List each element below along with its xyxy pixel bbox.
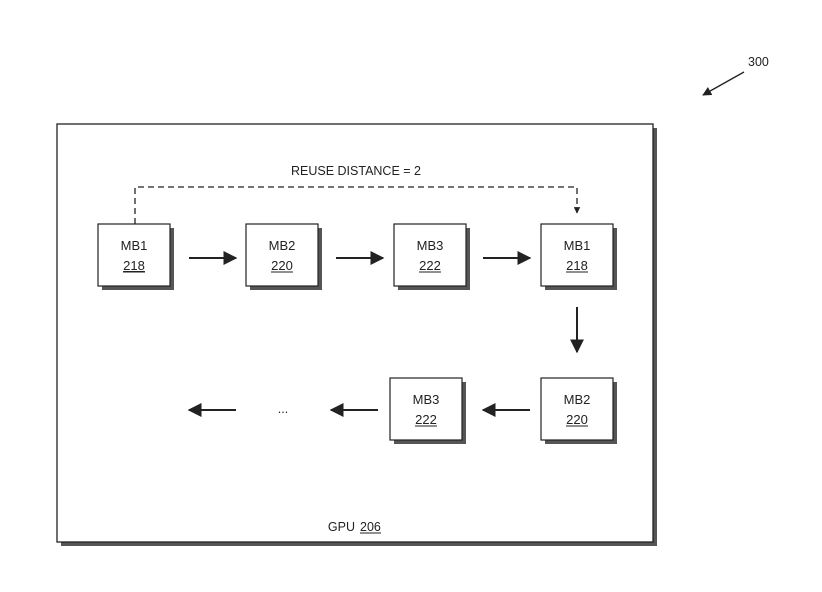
block-name: MB2 xyxy=(564,392,591,407)
block-ref: 220 xyxy=(271,258,293,273)
block-mb3-second: MB3 222 xyxy=(389,377,466,444)
block-ref: 218 xyxy=(123,258,145,273)
reuse-distance-label: REUSE DISTANCE = 2 xyxy=(291,164,421,178)
block-name: MB2 xyxy=(269,238,296,253)
block-mb1-second: MB1 218 xyxy=(540,223,617,290)
reference-pointer-arrow xyxy=(702,71,745,96)
block-name: MB1 xyxy=(564,238,591,253)
gpu-box xyxy=(56,123,654,543)
block-name: MB1 xyxy=(121,238,148,253)
block-name: MB3 xyxy=(417,238,444,253)
block-name: MB3 xyxy=(413,392,440,407)
block-mb2-second: MB2 220 xyxy=(540,377,617,444)
figure-reference-number: 300 xyxy=(748,55,769,69)
block-mb1-first: MB1 218 xyxy=(97,223,174,290)
reuse-distance-dashed-line xyxy=(134,186,581,224)
block-mb3-first: MB3 222 xyxy=(393,223,470,290)
block-mb2-first: MB2 220 xyxy=(245,223,322,290)
gpu-ref: 206 xyxy=(360,520,381,534)
block-ref: 222 xyxy=(419,258,441,273)
block-ref: 222 xyxy=(415,412,437,427)
gpu-label: GPU xyxy=(328,520,355,534)
block-ref: 218 xyxy=(566,258,588,273)
block-ref: 220 xyxy=(566,412,588,427)
ellipsis: ... xyxy=(278,402,288,416)
